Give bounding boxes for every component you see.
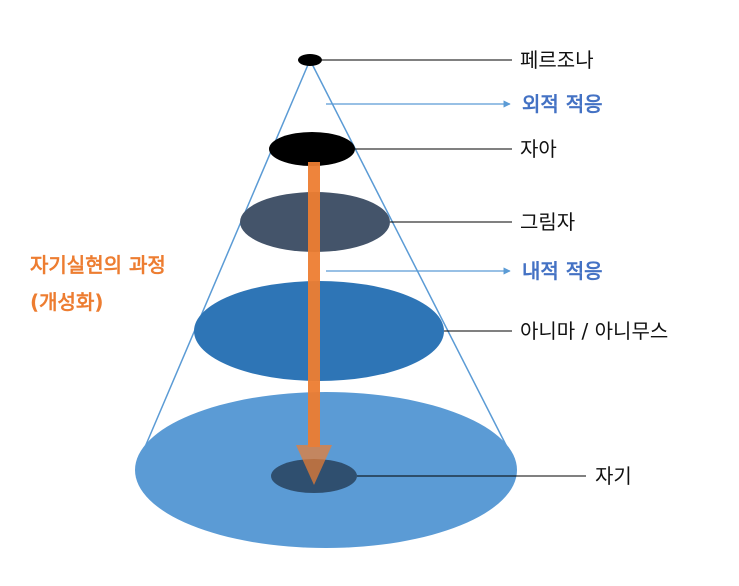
ego-ellipse <box>269 132 355 166</box>
shadow-label: 그림자 <box>520 210 575 234</box>
outer-adaptation-label: 외적 적응 <box>522 92 603 116</box>
individuation-subtitle-label: (개성화) <box>30 290 103 314</box>
arrow-head <box>296 445 332 485</box>
anima-animus-label: 아니마 / 아니무스 <box>520 319 668 343</box>
persona-label: 페르조나 <box>520 48 594 72</box>
cone-right-edge <box>309 59 508 448</box>
individuation-process-label: 자기실현의 과정 <box>30 253 166 277</box>
cone-left-edge <box>144 59 311 448</box>
self-label: 자기 <box>595 464 632 488</box>
arrow-shaft <box>308 162 320 447</box>
persona-ellipse <box>298 54 322 66</box>
ego-label: 자아 <box>520 137 557 161</box>
inner-adaptation-label: 내적 적응 <box>522 259 603 283</box>
individuation-arrow <box>296 162 332 485</box>
